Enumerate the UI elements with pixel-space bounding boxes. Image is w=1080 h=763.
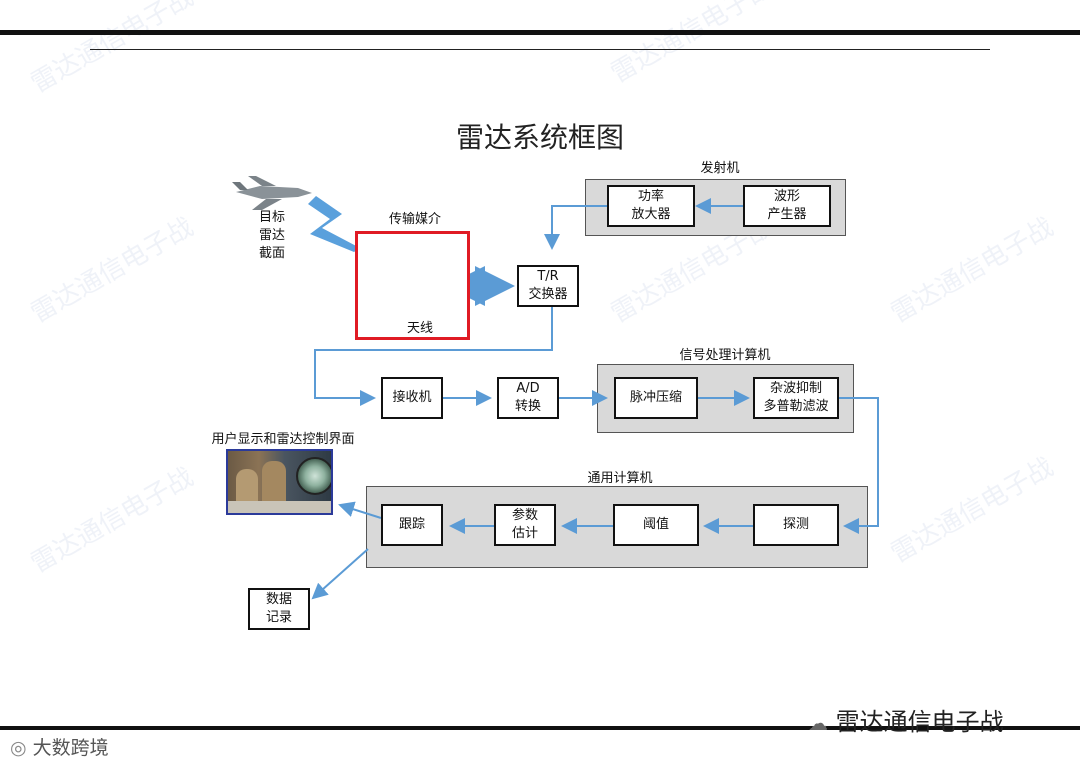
ad-converter-block: A/D 转换 (497, 377, 559, 419)
power-amplifier-block: 功率 放大器 (607, 185, 695, 227)
diagram-title: 雷达系统框图 (455, 121, 624, 154)
bottom-rule (0, 726, 1080, 730)
pulse-compression-block: 脉冲压缩 (614, 377, 698, 419)
general-computer-label: 通用计算机 (587, 471, 653, 486)
transmitter-label: 发射机 (700, 161, 740, 176)
top-thin-rule (90, 49, 990, 50)
wechat-icon: ☁ (808, 711, 828, 735)
top-rule (0, 30, 1080, 35)
receiver-block: 接收机 (381, 377, 443, 419)
clutter-doppler-block: 杂波抑制 多普勒滤波 (753, 377, 839, 419)
param-estimation-block: 参数 估计 (494, 504, 556, 546)
target-rcs-label: 目标 雷达 截面 (258, 210, 285, 261)
tracking-block: 跟踪 (381, 504, 443, 546)
threshold-block: 阈值 (613, 504, 699, 546)
medium-label: 传输媒介 (388, 212, 441, 227)
bottom-left-brand: ◎ 大数跨境 (10, 733, 109, 760)
antenna-label: 天线 (406, 321, 433, 336)
waveform-generator-block: 波形 产生器 (743, 185, 831, 227)
operator-console-image (226, 449, 333, 515)
tr-switch-block: T/R 交换器 (517, 265, 579, 307)
signal-processor-label: 信号处理计算机 (679, 348, 771, 363)
aircraft-icon (232, 176, 312, 210)
wechat-brand-text: 雷达通信电子战 (835, 708, 1004, 736)
data-record-block: 数据 记录 (248, 588, 310, 630)
display-label: 用户显示和雷达控制界面 (211, 432, 355, 447)
wechat-brand: ☁ 雷达通信电子战 (808, 702, 1004, 737)
bottom-left-brand-text: 大数跨境 (32, 737, 109, 759)
antenna-frame (355, 231, 470, 340)
detection-block: 探测 (753, 504, 839, 546)
logo-icon: ◎ (10, 737, 27, 759)
